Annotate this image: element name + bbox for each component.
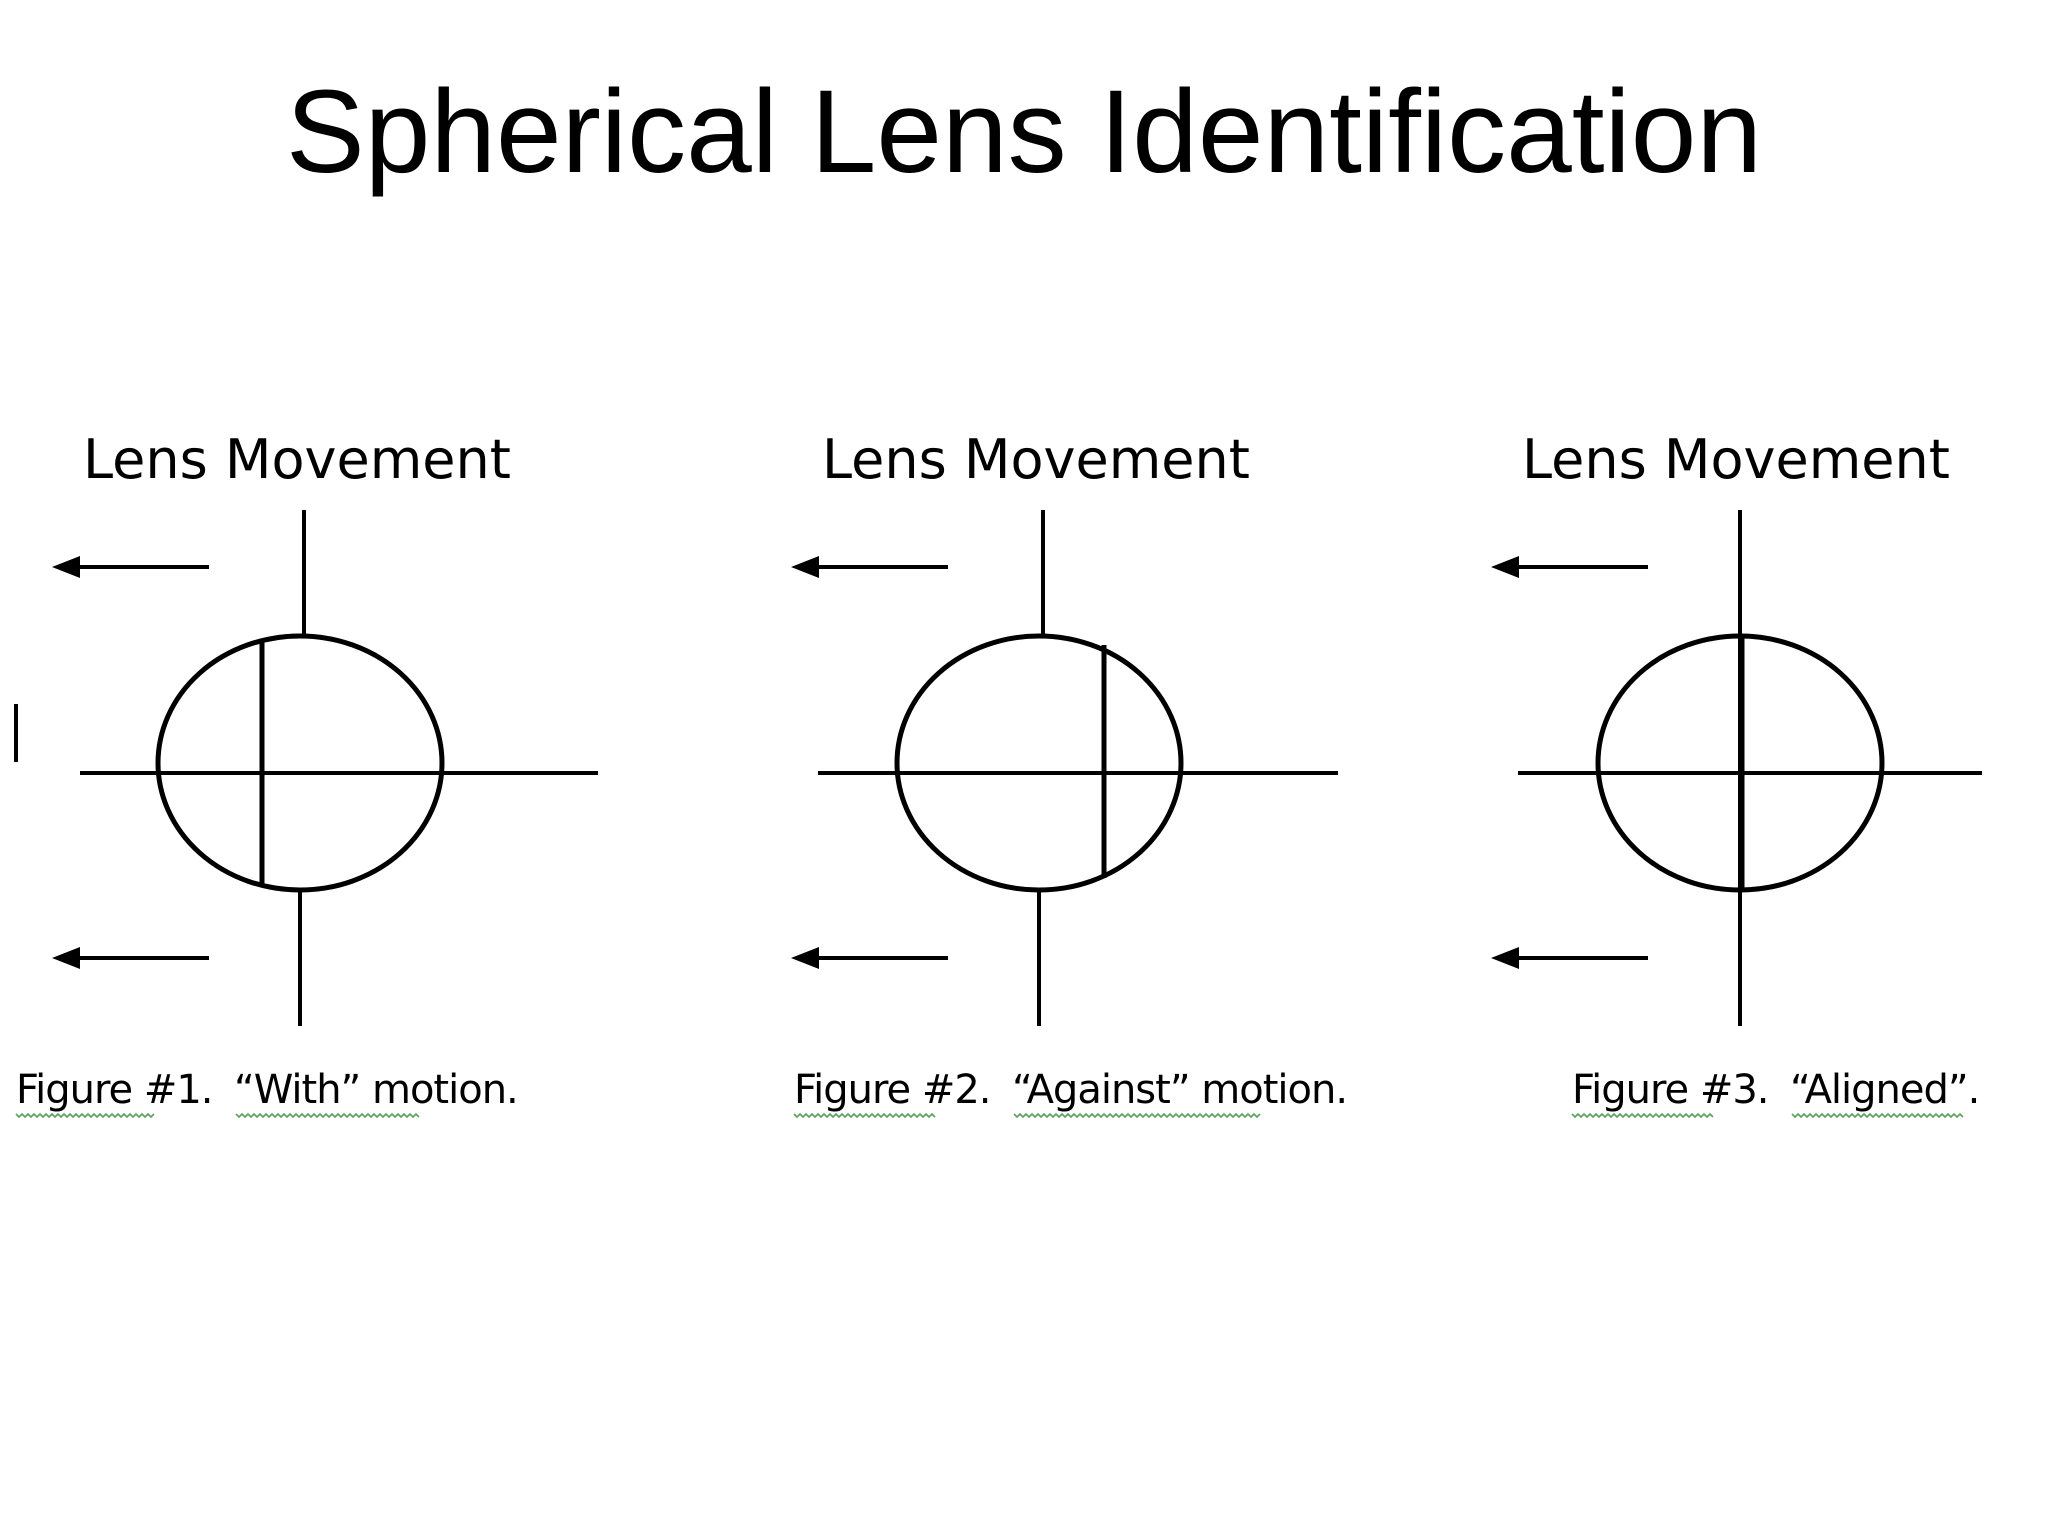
figure-caption-text: “Aligned”. (1790, 1067, 1979, 1113)
lens-movement-arrow-bottom (1491, 947, 1648, 969)
lens-movement-arrow-top (791, 556, 948, 578)
spellcheck-underline (235, 1112, 420, 1119)
spellcheck-underline (793, 1112, 936, 1119)
spellcheck-underline (15, 1112, 155, 1119)
lens-movement-arrow-top (1491, 556, 1648, 578)
lens-outline (1595, 633, 1885, 893)
slide-title: Spherical Lens Identification (286, 66, 1762, 198)
spellcheck-underline (1013, 1112, 1261, 1119)
lens-movement-arrow-bottom (791, 947, 948, 969)
lens-movement-label: Lens Movement (83, 428, 511, 491)
figure-caption-number: Figure #1. (16, 1067, 213, 1113)
lens-movement-label: Lens Movement (1522, 428, 1950, 491)
lens-outline (155, 633, 445, 893)
figure-caption-number: Figure #2. (794, 1067, 991, 1113)
figure-caption-text: “With” motion. (234, 1067, 518, 1113)
figure-caption-text: “Against” motion. (1012, 1067, 1347, 1113)
lens-movement-arrow-top (52, 556, 209, 578)
figure-1: Lens Movement Figure #1. “With” motion. (15, 428, 598, 1119)
spellcheck-underline (1791, 1112, 1964, 1119)
figure-3: Lens Movement Figure #3. “Aligned”. (1491, 428, 1982, 1119)
lens-outline (894, 633, 1184, 893)
figure-2: Lens Movement Figure #2. “Against” motio… (791, 428, 1348, 1119)
spellcheck-underline (1571, 1112, 1714, 1119)
lens-movement-label: Lens Movement (822, 428, 1250, 491)
figure-caption-number: Figure #3. (1572, 1067, 1769, 1113)
lens-movement-arrow-bottom (52, 947, 209, 969)
